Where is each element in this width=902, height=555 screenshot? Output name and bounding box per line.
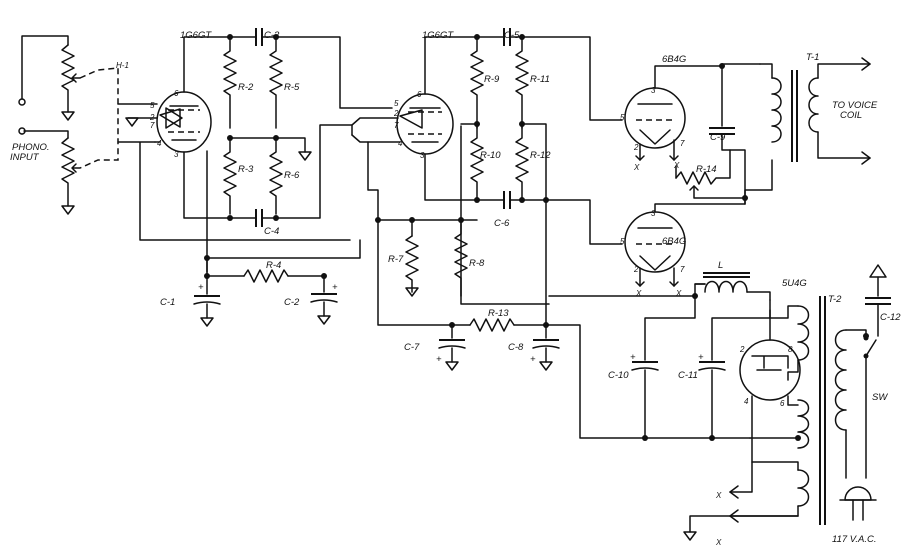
x-mark-2: X <box>673 161 680 170</box>
mains-input <box>839 264 891 521</box>
c10-label: C-10 <box>608 370 629 381</box>
v1-pin5: 5 <box>150 101 155 110</box>
x-mark-1: X <box>633 163 640 172</box>
v1-pin6: 6 <box>174 89 179 98</box>
tube-v2-label: 1G6GT <box>422 30 454 41</box>
c10-plus: + <box>630 352 636 363</box>
r5-label: R-5 <box>284 82 300 93</box>
r10-label: R-10 <box>480 150 501 161</box>
r13-filter <box>438 318 751 439</box>
v3-pin2: 2 <box>633 143 639 152</box>
v2-pin5: 5 <box>394 99 399 108</box>
v1-pin4: 4 <box>157 139 162 148</box>
r7-label: R-7 <box>388 254 404 265</box>
r13-label: R-13 <box>488 308 509 319</box>
v2-pin4: 4 <box>398 139 403 148</box>
r9-label: R-9 <box>484 74 500 85</box>
v3-pin3: 3 <box>651 86 656 95</box>
choke-label: L <box>718 260 723 271</box>
v4-pin3: 3 <box>651 209 656 218</box>
v2-pin2: 2 <box>393 109 399 118</box>
phono-input-jack <box>18 35 69 139</box>
rect-pin8: 8 <box>788 345 793 354</box>
v2-pin6: 6 <box>417 90 422 99</box>
c9-label: C-9 <box>710 132 726 143</box>
v3-pin7: 7 <box>680 139 685 148</box>
t2-label: T-2 <box>828 294 842 305</box>
filter-capacitors <box>631 309 771 441</box>
r3-label: R-3 <box>238 164 254 175</box>
rect-pin6: 6 <box>780 399 785 408</box>
v3-pin5: 5 <box>620 113 625 122</box>
v1-wiring <box>117 36 351 273</box>
c3-label: C-3 <box>264 30 280 41</box>
tube-v3 <box>624 87 686 149</box>
r8-label: R-8 <box>469 258 485 269</box>
c12-label: C-12 <box>880 312 901 323</box>
output-stage-wiring <box>548 63 773 297</box>
c11-label: C-11 <box>678 370 698 381</box>
output-transformer <box>759 57 871 165</box>
r2-label: R-2 <box>238 82 254 93</box>
r14-label: R-14 <box>696 164 717 175</box>
mains-voltage-label: 117 V.A.C. <box>832 534 877 545</box>
c6-label: C-6 <box>494 218 510 229</box>
tube-v3-label: 6B4G <box>662 54 686 65</box>
filter-choke <box>644 272 771 361</box>
x-mark-4: X <box>675 289 682 298</box>
switch-label: SW <box>872 392 888 403</box>
decoupling-filter <box>193 239 361 327</box>
c2-label: C-2 <box>284 297 300 308</box>
h1-label: H-1 <box>116 61 129 70</box>
c11-plus: + <box>698 352 704 363</box>
c2-plus: + <box>332 282 338 293</box>
voice-coil-label-2: COIL <box>840 110 862 121</box>
v4-pin5: 5 <box>620 237 625 246</box>
power-transformer <box>683 296 847 541</box>
v4-pin2: 2 <box>633 265 639 274</box>
tube-v2 <box>396 93 454 155</box>
tube-v1-label: 1G6GT <box>180 30 212 41</box>
c4-label: C-4 <box>264 226 279 237</box>
t1-label: T-1 <box>806 52 819 63</box>
x-mark-3: X <box>635 289 642 298</box>
r11-label: R-11 <box>530 74 550 85</box>
v2-pin7: 7 <box>394 121 399 130</box>
phono-input-label-1: PHONO. <box>12 142 49 153</box>
v2-wiring <box>351 36 550 326</box>
tube-rectifier-label: 5U4G <box>782 278 807 289</box>
c8-plus: + <box>530 354 536 365</box>
dual-volume-potentiometer <box>61 44 119 215</box>
tube-v4-label: 6B4G <box>662 236 686 247</box>
r6-label: R-6 <box>284 170 300 181</box>
tube-v1 <box>156 91 212 153</box>
c7-label: C-7 <box>404 342 420 353</box>
v1-pin3: 3 <box>174 150 179 159</box>
c8-label: C-8 <box>508 342 524 353</box>
v1-pin7: 7 <box>150 121 155 130</box>
r4-label: R-4 <box>266 260 281 271</box>
v4-pin7: 7 <box>680 265 685 274</box>
voice-coil-label-1: TO VOICE <box>832 100 878 111</box>
rect-pin2: 2 <box>739 345 745 354</box>
x-mark-5: X <box>715 491 722 500</box>
v2-pin3: 3 <box>420 151 425 160</box>
c7-plus: + <box>436 354 442 365</box>
x-mark-6: X <box>715 538 722 547</box>
stage1-interstage <box>223 28 393 227</box>
phono-input-label-2: INPUT <box>10 152 40 163</box>
stage2-phase-splitter <box>460 28 623 326</box>
c1-label: C-1 <box>160 297 175 308</box>
c1-plus: + <box>198 282 204 293</box>
tube-rectifier <box>739 299 801 439</box>
r12-label: R-12 <box>530 150 551 161</box>
c5-label: C-5 <box>504 30 520 41</box>
rect-pin4: 4 <box>744 397 749 406</box>
